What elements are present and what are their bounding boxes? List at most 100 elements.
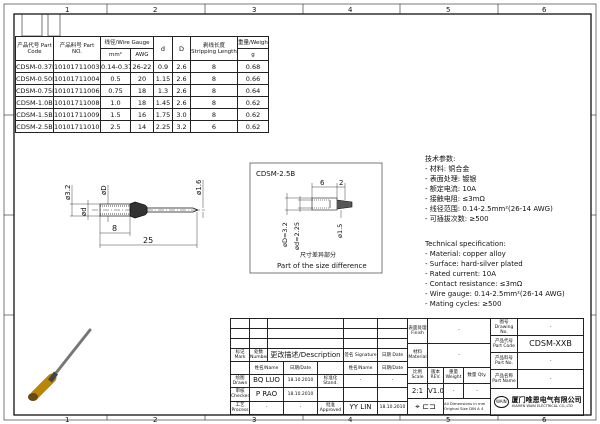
stand-date: - [377,373,409,389]
table-cell: 0.62 [237,108,269,121]
table-cell: 1010171100303 [53,60,101,73]
part-code-value: CDSM-XXB [517,335,584,353]
company-name-cn: 厦门唯恩电气有限公司 [511,396,582,404]
header-part-no: 产品料号 Part NO. [53,36,101,61]
table-cell: 6 [190,120,238,133]
revision-stamp [21,13,43,37]
table-cell: 8 [190,60,238,73]
table-cell: 3.2 [172,120,191,133]
table-cell: 2.6 [172,60,191,73]
detail-view-frame [249,162,383,274]
approved-name: YY LIN [343,400,379,416]
grid-label: 5 [446,6,450,14]
qty-value: - [463,382,491,400]
header-weight-unit: g [237,48,269,61]
table-cell: 2.6 [172,72,191,85]
spec-line: - Rated current: 10A [425,270,497,278]
label-date: 日期 Date [377,348,409,363]
label-date: 日期/Date [377,361,409,375]
spec-line: - 额定电流: 10A [425,185,477,193]
grid-label: 4 [348,416,353,424]
label-drawn: 绘图 Drawn [230,373,250,389]
size-note: Original Size DIN A 4 [444,405,484,411]
table-cell: 0.75 [100,84,131,97]
detail-view-dimensions [285,183,346,218]
spec-line: - Mating cycles: ≥500 [425,300,502,308]
company-name-en: XIAMEN WAIN ELECTRICAL CO.,LTD [511,404,573,408]
table-cell: 0.62 [237,120,269,133]
spec-en: Technical specification:- Material: copp… [425,239,565,309]
table-cell: CDSM-0.37B [15,60,54,73]
label-qty: 数量 Qty. [463,367,491,384]
table-cell: 8 [190,96,238,109]
header-D: D [172,36,191,61]
table-cell: 0.68 [237,60,269,73]
table-cell: 8 [190,84,238,97]
spec-line: - Surface: hard-silver plated [425,260,523,268]
grid-label: 6 [542,416,547,424]
dim-barrel-diameter: øD [100,185,108,195]
table-cell: 26-22 [130,60,154,73]
label-drawing-no: 图号 Drawing No. [490,318,518,336]
table-cell: 2.6 [172,84,191,97]
table-cell: CDSM-1.5B [15,108,54,121]
rev-value: V1.0 [427,382,444,400]
table-cell: 1.3 [153,84,173,97]
outer-frame [3,3,597,421]
parts-table: 产品代号 Part Code 产品料号 Part NO. 线径/Wire Gau… [15,36,269,133]
spec-line: - 线径范围: 0.14-2.5mm²(26-14 AWG) [425,205,553,213]
detail-view-contact [311,197,353,211]
grid-label: 3 [252,6,256,14]
table-cell: 8 [190,72,238,85]
header-part-code: 产品代号 Part Code [15,36,54,61]
table-cell: CDSM-0.50B [15,72,54,85]
spec-cn: 技术参数:- 材料: 铜合金- 表面处理: 镀银- 额定电流: 10A- 接触电… [425,154,553,224]
grid-labels: 1 2 3 4 5 6 1 2 3 4 5 6 [65,6,547,424]
label-mark: 标记 Mark [230,348,250,363]
revision-stamp [47,13,61,37]
table-cell: 0.66 [237,72,269,85]
detail-dim-length-b: 2 [339,179,343,187]
spec-line: - 材料: 铜合金 [425,165,470,173]
grid-label: 5 [446,416,450,424]
header-mm2: mm² [100,48,131,61]
table-header-row: 产品代号 Part Code 产品料号 Part NO. 线径/Wire Gau… [15,36,269,61]
spec-line: 技术参数: [425,155,456,163]
dims-note: All Dimensions in mm [444,401,486,407]
grid-label: 2 [153,6,157,14]
table-cell: 2.25 [153,120,173,133]
dim-inner-diameter: ød [80,207,88,216]
spec-line: - Wire gauge: 0.14-2.5mm²(26-14 AWG) [425,290,565,298]
spec-line: - 可插拔次数: ≥500 [425,215,489,223]
label-part-no: 产品料号 Part No. [490,352,518,370]
table-cell: 1.15 [153,72,173,85]
detail-dim-length: 6 [320,179,325,187]
label-process: 工艺 Process [230,400,250,416]
detail-dim-D: øD=3.2 [281,222,289,247]
dim-tip-diameter: ø1.6 [195,179,203,195]
header-awg: AWG [130,48,154,61]
detail-view-title: CDSM-2.5B [256,170,295,178]
spec-line: - Material: copper alloy [425,250,506,258]
table-cell: CDSM-2.5B [15,120,54,133]
table-cell: 1010171100403 [53,72,101,85]
table-cell: 0.5 [100,72,131,85]
label-finish: 表面处理 Finish [407,318,428,344]
detail-dim-d: ød=2.25 [293,222,301,250]
table-cell: 8 [190,108,238,121]
table-cell: 20 [130,72,154,85]
stand-name: - [343,373,379,389]
checked-name: P RAO [249,387,284,402]
label-material: 材料 Material [407,342,428,369]
table-cell: 18 [130,96,154,109]
dim-outer-diameter: ø3.2 [64,185,72,200]
contact-3d-illustration [28,328,92,401]
detail-dim-inner: ø1.5 [336,224,344,238]
grid-label: 2 [153,416,157,424]
